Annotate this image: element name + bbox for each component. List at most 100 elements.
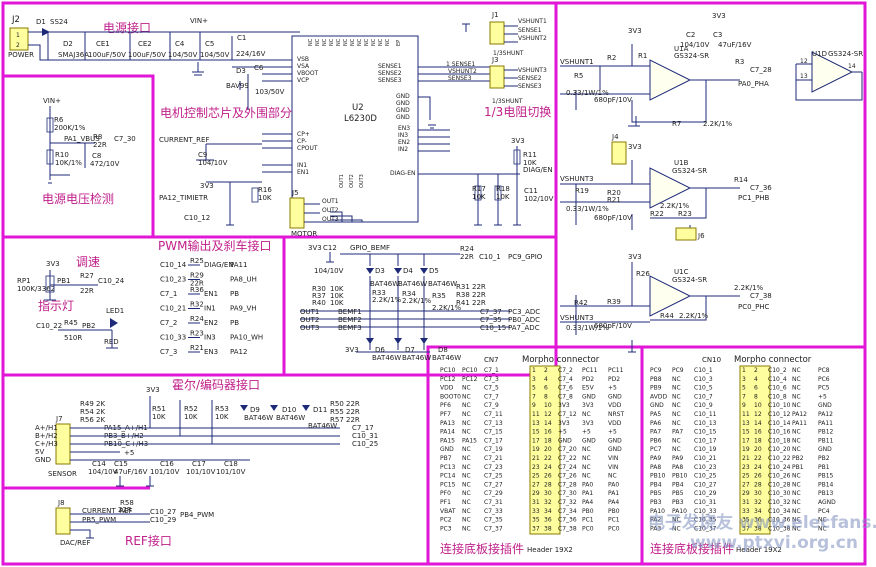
svg-text:3V3: 3V3 [628,253,642,261]
pwm-row-left: C10_21 [160,305,186,313]
svg-text:472/10V: 472/10V [90,160,120,168]
svg-text:CURRENT_REF: CURRENT_REF [82,507,133,515]
connector-pin-right-c: PD2 [608,376,620,383]
svg-text:NC: NC [308,38,314,46]
svg-text:R27: R27 [80,272,94,280]
svg-text:10K: 10K [330,285,344,293]
svg-text:R21: R21 [607,196,621,204]
svg-text:R57: R57 [330,416,344,424]
svg-text:200K/1%: 200K/1% [54,124,86,132]
svg-text:10K: 10K [523,159,537,167]
connector-pin-left-a: PC10 [440,367,456,374]
connector-pin-right-c: NC [608,473,617,480]
connector-pin-left-a: PA14 [440,429,455,436]
d6-diode-icon [366,338,374,344]
svg-text:3V3: 3V3 [308,244,322,252]
svg-text:EN2: EN2 [398,139,410,146]
svg-text:NC: NC [329,38,335,46]
connector-pin-right-c: PC5 [818,385,830,392]
connector-pin-number-even: 14 [544,420,552,427]
connector-pin-right-c: PA11 [818,420,833,427]
svg-text:10K: 10K [184,413,198,421]
svg-text:22R: 22R [346,408,360,416]
svg-text:EN1: EN1 [297,169,309,176]
svg-text:D7: D7 [405,346,415,354]
svg-text:SMAJ36A: SMAJ36A [58,51,89,59]
vbus-section: VIN+ R6 200K/1% R8 22R PA1_VBUS C7_30 C8… [43,97,136,184]
svg-text:0.33/1W/1%: 0.33/1W/1% [566,324,609,332]
svg-text:10K: 10K [496,193,510,201]
svg-text:2K: 2K [96,416,105,424]
connector-pin-left-a: PC15 [440,481,456,488]
svg-text:10K: 10K [215,413,229,421]
connector-pin-left-b: NC [462,499,471,506]
connector-pin-left-c: C7_23 [484,464,503,471]
svg-text:VSHUNT3: VSHUNT3 [560,314,594,322]
svg-text:3V3: 3V3 [712,12,726,20]
connector-pin-right-a: C7_6 [558,385,573,392]
connector-pin-right-c: PB1 [818,464,830,471]
connector-pin-left-a: PF7 [440,411,451,418]
connector-pin-left-b: PB5 [672,490,684,497]
connector-pin-number-even: 6 [754,385,758,392]
connector-pin-left-b: PC10 [462,367,478,374]
connector-pin-number-even: 32 [754,499,762,506]
pwm-row-resistor-value: 22R [190,280,204,288]
connector-pin-left-c: C10_37 [694,525,717,532]
svg-text:R49: R49 [80,400,94,408]
connector-pin-number-odd: 25 [742,473,750,480]
connector-pin-left-b: NC [672,385,681,392]
connector-pin-number-even: 34 [754,508,762,515]
connector-pin-left-a: BOOT0 [440,393,461,400]
connector-pin-number-odd: 7 [742,393,746,400]
connector-pin-left-c: C7_35 [484,517,503,524]
connector-pin-number-odd: 35 [532,517,540,524]
title-pwm: PWM输出及刹车接口 [158,238,271,253]
svg-text:J3: J3 [491,56,499,64]
connector-pin-left-b: PB3 [672,499,684,506]
svg-text:0.33/1W/1%: 0.33/1W/1% [566,205,609,213]
title-led: 指示灯 [38,298,74,313]
connector-pin-left-b: NC [672,437,681,444]
svg-text:BAV99: BAV99 [226,82,249,90]
svg-text:J4: J4 [611,133,619,141]
connector-pin-number-odd: 3 [532,376,536,383]
cn10-header-body [739,365,771,535]
svg-text:R23: R23 [678,210,692,218]
connector-pin-number-odd: 7 [532,393,536,400]
connector-pin-left-b: NC [462,490,471,497]
svg-text:LED1: LED1 [106,307,124,315]
svg-text:NC: NC [357,38,363,46]
svg-text:DIAG-EN: DIAG-EN [390,170,415,177]
connector-pin-right-a: C10_38 [768,525,791,532]
svg-text:PA7_ADC: PA7_ADC [508,324,540,332]
pwm-row-left: C10_14 [160,261,187,269]
svg-text:U1D: U1D [812,50,827,58]
svg-text:C8: C8 [92,152,101,160]
connector-pin-right-b: PB1 [792,464,804,471]
svg-text:GND: GND [396,100,410,107]
svg-text:C7_30: C7_30 [114,135,136,143]
svg-text:47uF/16V: 47uF/16V [114,468,148,476]
connector-pin-right-b: GND [582,437,596,444]
svg-text:12: 12 [800,58,808,65]
connector-pin-right-c: PB2 [818,455,830,462]
connector-pin-right-c: PC0 [608,525,620,532]
svg-text:EP: EP [396,40,402,46]
current-ref-section: CURRENT_REF C9 104/10V PA12_TIMIETR C10_… [159,136,554,238]
connector-pin-right-c: GND [608,446,622,453]
svg-text:NC: NC [315,38,321,46]
svg-text:103/50V: 103/50V [255,88,285,96]
connector-pin-number-even: 18 [544,437,552,444]
connector-pin-left-a: PC9 [650,367,662,374]
connector-pin-number-even: 16 [544,429,552,436]
svg-text:J8: J8 [57,499,65,507]
connector-pin-right-b: NC [792,393,801,400]
